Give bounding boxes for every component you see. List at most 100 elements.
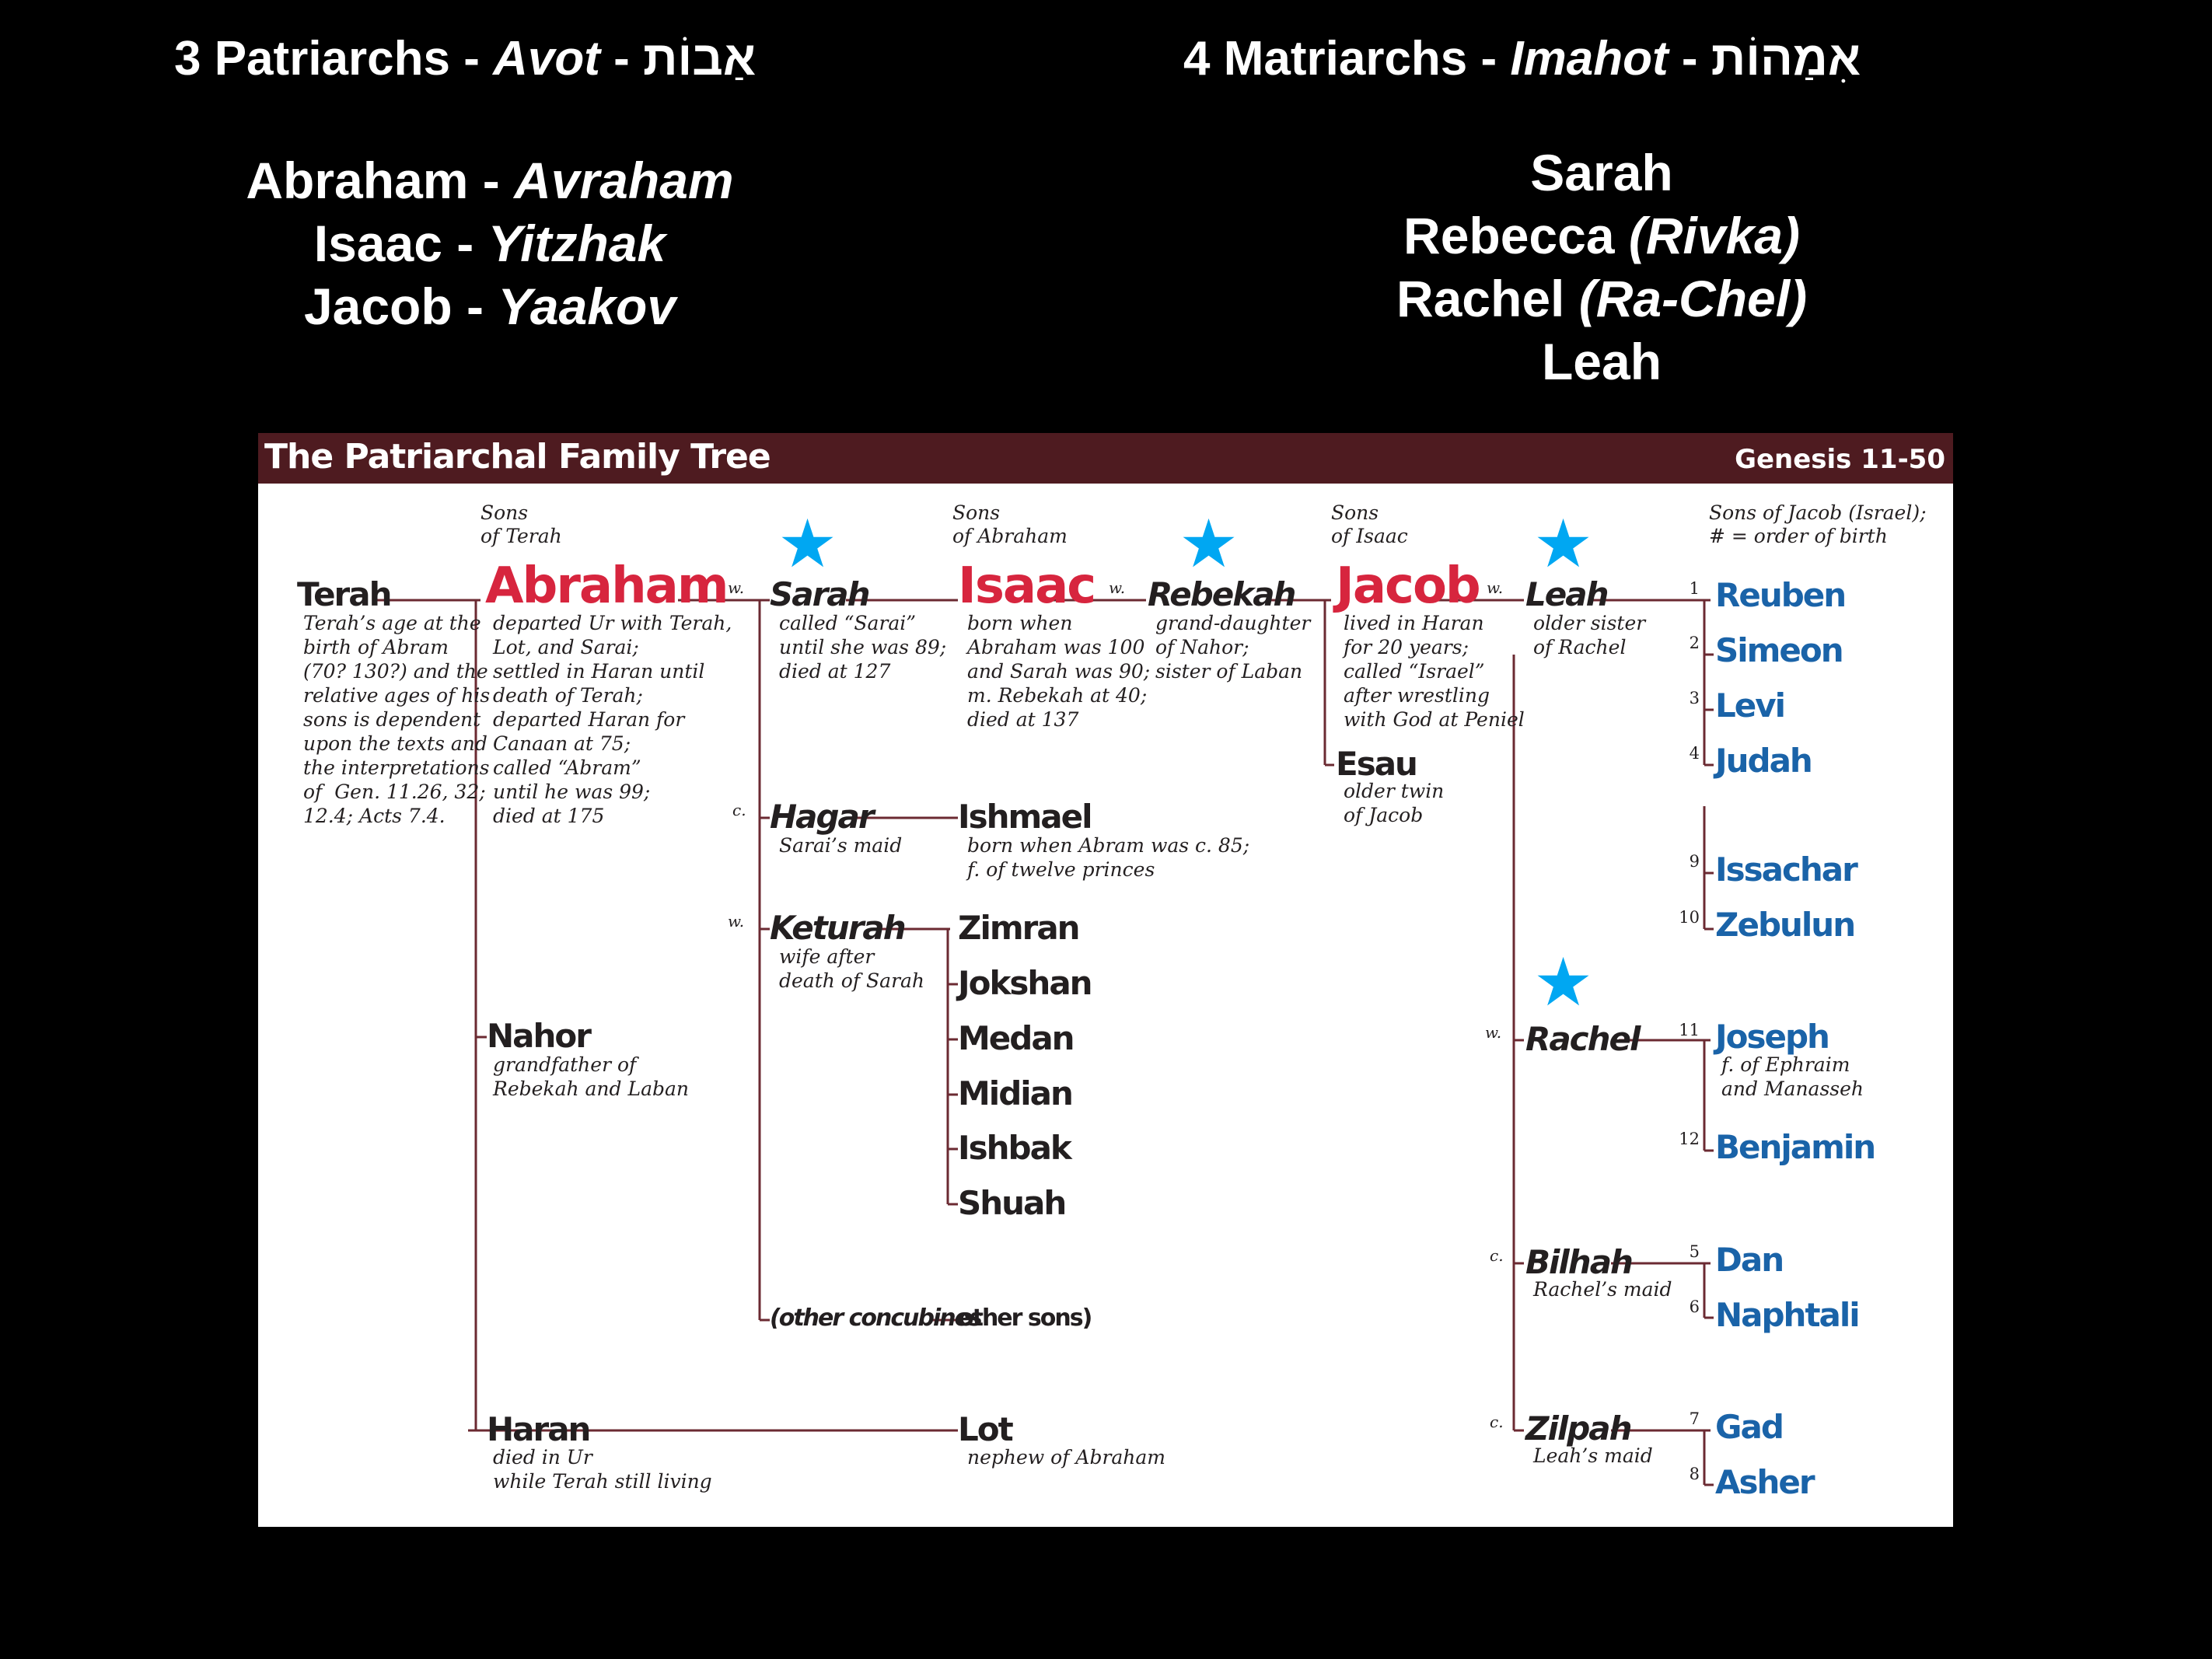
patriarchs-heading: 3 Patriarchs - Avot - אַבוֹת [174, 31, 756, 86]
person-shuah: Shuah [958, 1184, 1067, 1222]
concubine-mark: c. [1490, 1413, 1504, 1431]
matriarchs-heading-translit: Imahot [1510, 32, 1669, 86]
person-isaac: Isaac [958, 557, 1096, 615]
matriarch-sarah: Sarah [1530, 144, 1673, 201]
person-haran: Haran [487, 1410, 591, 1448]
birth-order-number: 4 [1689, 744, 1700, 763]
person-nahor: Nahor [487, 1017, 592, 1055]
note-esau: older twin of Jacob [1344, 780, 1445, 826]
person-abraham: Abraham [485, 557, 729, 615]
son-levi: Levi [1715, 686, 1786, 725]
caption-sons-of-abraham: Sons of Abraham [952, 501, 1068, 547]
wife-mark: w. [1485, 1023, 1502, 1042]
note-terah: Terah’s age at the birth of Abram (70? 1… [303, 612, 491, 827]
note-bilhah: Rachel’s maid [1533, 1278, 1672, 1301]
note-hagar: Sarai’s maid [779, 834, 903, 857]
person-midian: Midian [958, 1074, 1074, 1112]
matriarch-rachel: Rachel (Ra-Chel) [1396, 270, 1808, 327]
person-bilhah: Bilhah [1525, 1243, 1634, 1281]
note-isaac: born when Abraham was 100 and Sarah was … [967, 612, 1151, 731]
family-tree-panel: The Patriarchal Family Tree Genesis 11-5… [258, 433, 1953, 1527]
matriarchs-heading: 4 Matriarchs - Imahot - אִמַהוֹת [1183, 31, 1861, 86]
wife-mark: w. [1487, 578, 1504, 597]
birth-order-number: 12 [1679, 1130, 1700, 1148]
person-rachel: Rachel [1525, 1020, 1641, 1058]
patriarchs-heading-prefix: 3 Patriarchs - [174, 32, 494, 86]
person-rebekah: Rebekah [1148, 575, 1296, 613]
person-sarah: Sarah [770, 575, 871, 613]
son-naphtali: Naphtali [1715, 1296, 1861, 1334]
patriarchs-list: Abraham - Avraham Isaac - Yitzhak Jacob … [179, 149, 801, 338]
concubine-mark: c. [732, 801, 746, 819]
birth-order-number: 11 [1679, 1021, 1700, 1039]
son-dan: Dan [1715, 1241, 1784, 1279]
note-nahor: grandfather of Rebekah and Laban [493, 1053, 689, 1100]
person-hagar: Hagar [770, 798, 875, 836]
patriarchs-heading-sep: - [599, 32, 643, 86]
person-other-sons: other sons) [958, 1304, 1092, 1332]
birth-order-number: 9 [1689, 852, 1700, 871]
tree-connectors [376, 599, 1714, 1486]
note-sarah: called “Sarai” until she was 89; died at… [779, 612, 947, 683]
son-joseph: Joseph [1715, 1018, 1830, 1056]
note-lot: nephew of Abraham [967, 1446, 1166, 1469]
note-rebekah: grand-daughter of Nahor; sister of Laban [1155, 612, 1311, 683]
note-ishmael: born when Abram was c. 85; f. of twelve … [967, 834, 1250, 881]
note-keturah: wife after death of Sarah [779, 945, 925, 992]
son-gad: Gad [1715, 1408, 1784, 1446]
note-abraham: departed Ur with Terah, Lot, and Sarai; … [493, 612, 732, 827]
birth-order-number: 3 [1689, 689, 1700, 707]
son-judah: Judah [1715, 742, 1813, 780]
caption-sons-of-isaac: Sons of Isaac [1331, 501, 1408, 547]
patriarch-abraham: Abraham - Avraham [246, 152, 734, 209]
person-jokshan: Jokshan [958, 964, 1093, 1002]
person-ishbak: Ishbak [958, 1129, 1072, 1167]
person-terah: Terah [297, 575, 393, 613]
wife-mark: w. [728, 912, 745, 931]
note-leah: older sister of Rachel [1533, 612, 1646, 658]
matriarchs-list: Sarah Rebecca (Rivka) Rachel (Ra-Chel) L… [1291, 141, 1913, 393]
wife-mark: w. [1109, 578, 1126, 597]
son-issachar: Issachar [1715, 850, 1858, 889]
person-ishmael: Ishmael [958, 798, 1093, 836]
note-haran: died in Ur while Terah still living [493, 1446, 712, 1493]
note-jacob: lived in Haran for 20 years; called “Isr… [1344, 612, 1525, 731]
person-zimran: Zimran [958, 909, 1081, 947]
birth-order-number: 1 [1689, 579, 1700, 598]
matriarch-leah: Leah [1541, 333, 1662, 390]
patriarch-jacob: Jacob - Yaakov [303, 278, 676, 335]
matriarchs-heading-hebrew: אִמַהוֹת [1711, 32, 1861, 86]
star-icon: ★ [778, 507, 838, 582]
son-reuben: Reuben [1715, 576, 1847, 614]
caption-sons-of-jacob: Sons of Jacob (Israel); # = order of bir… [1709, 501, 1927, 547]
person-other-concubines: (other concubines [770, 1304, 983, 1332]
person-lot: Lot [958, 1410, 1014, 1448]
birth-order-number: 8 [1689, 1465, 1700, 1483]
person-esau: Esau [1336, 745, 1418, 783]
person-keturah: Keturah [770, 909, 907, 947]
patriarchs-heading-translit: Avot [493, 32, 600, 86]
caption-sons-of-terah: Sons of Terah [480, 501, 562, 547]
birth-order-number: 10 [1679, 908, 1700, 927]
birth-order-number: 5 [1689, 1242, 1700, 1261]
concubine-mark: c. [1490, 1246, 1504, 1265]
person-zilpah: Zilpah [1525, 1409, 1633, 1448]
matriarch-rebecca: Rebecca (Rivka) [1403, 207, 1800, 264]
matriarchs-heading-prefix: 4 Matriarchs - [1183, 32, 1511, 86]
tree-reference: Genesis 11-50 [1735, 444, 1945, 475]
note-zilpah: Leah’s maid [1533, 1444, 1653, 1467]
star-icon: ★ [1533, 507, 1594, 582]
son-asher: Asher [1715, 1463, 1815, 1501]
note-joseph: f. of Ephraim and Manasseh [1721, 1053, 1864, 1100]
patriarchs-heading-hebrew: אַבוֹת [642, 32, 757, 86]
son-simeon: Simeon [1715, 631, 1844, 669]
birth-order-number: 6 [1689, 1298, 1700, 1316]
matriarchs-heading-sep: - [1668, 32, 1711, 86]
patriarch-isaac: Isaac - Yitzhak [313, 215, 666, 272]
tree-banner: The Patriarchal Family Tree Genesis 11-5… [258, 433, 1953, 484]
tree-title: The Patriarchal Family Tree [264, 437, 771, 477]
star-icon: ★ [1533, 945, 1594, 1020]
person-medan: Medan [958, 1019, 1075, 1057]
birth-order-number: 7 [1689, 1409, 1700, 1428]
star-icon: ★ [1179, 507, 1239, 582]
